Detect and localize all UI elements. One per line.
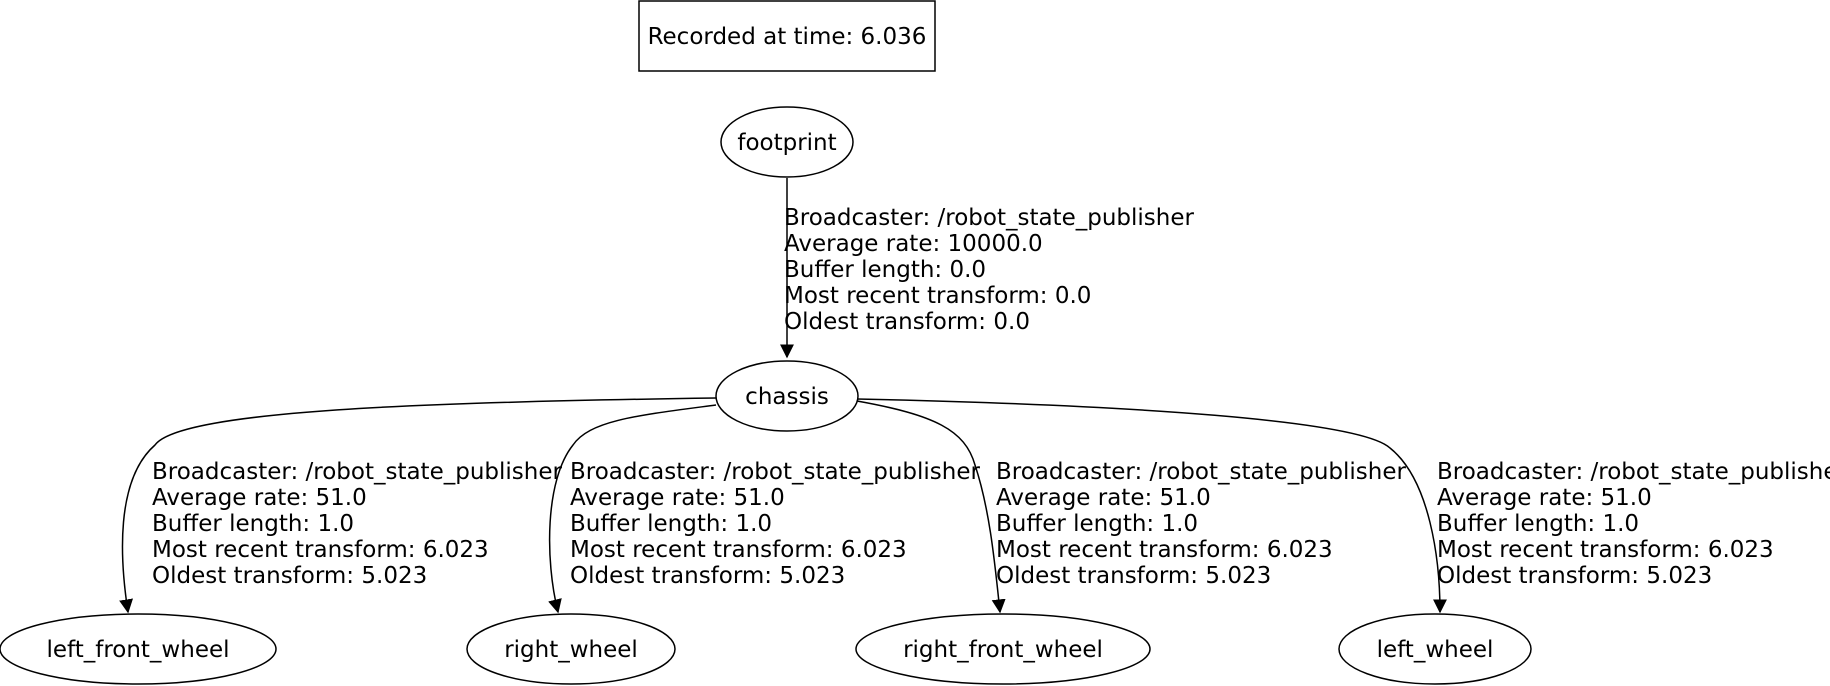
recorded-time-box: Recorded at time: 6.036 (638, 0, 936, 72)
edge-recent-label: Most recent transform: 6.023 (1437, 537, 1774, 563)
node-left-front-wheel[interactable]: left_front_wheel (0, 613, 277, 685)
edge-oldest-label: Oldest transform: 5.023 (152, 563, 427, 589)
edge-label-chassis-right-wheel: Broadcaster: /robot_state_publisher Aver… (570, 459, 980, 589)
edge-recent-label: Most recent transform: 6.023 (570, 537, 907, 563)
edge-buffer-label: Buffer length: 1.0 (152, 511, 354, 537)
edge-chassis-right-front-wheel (856, 400, 1006, 614)
edge-recent-label: Most recent transform: 6.023 (152, 537, 489, 563)
node-chassis[interactable]: chassis (715, 360, 859, 432)
edge-broadcaster-label: Broadcaster: /robot_state_publisher (152, 459, 562, 485)
edge-broadcaster-label: Broadcaster: /robot_state_publisher (1437, 459, 1830, 485)
edge-rate-label: Average rate: 51.0 (1437, 485, 1652, 511)
node-right-wheel-label: right_wheel (504, 637, 638, 663)
node-left-wheel-label: left_wheel (1377, 637, 1494, 663)
edge-buffer-label: Buffer length: 1.0 (1437, 511, 1639, 537)
edge-broadcaster-label: Broadcaster: /robot_state_publisher (570, 459, 980, 485)
node-right-wheel[interactable]: right_wheel (466, 613, 676, 685)
edge-rate-label: Average rate: 51.0 (152, 485, 367, 511)
edge-rate-label: Average rate: 10000.0 (784, 231, 1043, 257)
edge-label-chassis-left-wheel: Broadcaster: /robot_state_publisher Aver… (1437, 459, 1830, 589)
node-footprint[interactable]: footprint (720, 106, 854, 178)
node-right-front-wheel-label: right_front_wheel (903, 637, 1103, 663)
edge-chassis-right-wheel (548, 404, 717, 614)
edge-oldest-label: Oldest transform: 5.023 (1437, 563, 1712, 589)
recorded-time-label: Recorded at time: 6.036 (648, 24, 927, 50)
edge-broadcaster-label: Broadcaster: /robot_state_publisher (784, 205, 1194, 231)
node-chassis-label: chassis (745, 384, 829, 410)
edge-buffer-label: Buffer length: 1.0 (996, 511, 1198, 537)
edge-recent-label: Most recent transform: 6.023 (996, 537, 1333, 563)
edge-buffer-label: Buffer length: 1.0 (570, 511, 772, 537)
edge-chassis-left-front-wheel (119, 397, 717, 614)
edge-label-footprint-chassis: Broadcaster: /robot_state_publisher Aver… (784, 205, 1194, 335)
edge-broadcaster-label: Broadcaster: /robot_state_publisher (996, 459, 1406, 485)
edge-rate-label: Average rate: 51.0 (570, 485, 785, 511)
edge-label-chassis-right-front-wheel: Broadcaster: /robot_state_publisher Aver… (996, 459, 1406, 589)
node-left-wheel[interactable]: left_wheel (1338, 613, 1532, 685)
node-right-front-wheel[interactable]: right_front_wheel (855, 613, 1151, 685)
edge-label-chassis-left-front-wheel: Broadcaster: /robot_state_publisher Aver… (152, 459, 562, 589)
edge-recent-label: Most recent transform: 0.0 (784, 283, 1091, 309)
edge-oldest-label: Oldest transform: 0.0 (784, 309, 1030, 335)
node-footprint-label: footprint (737, 130, 836, 156)
node-left-front-wheel-label: left_front_wheel (46, 637, 229, 663)
edge-oldest-label: Oldest transform: 5.023 (996, 563, 1271, 589)
edge-buffer-label: Buffer length: 0.0 (784, 257, 986, 283)
edge-chassis-left-wheel (856, 398, 1447, 614)
edge-oldest-label: Oldest transform: 5.023 (570, 563, 845, 589)
edge-rate-label: Average rate: 51.0 (996, 485, 1211, 511)
edges (119, 178, 1447, 614)
